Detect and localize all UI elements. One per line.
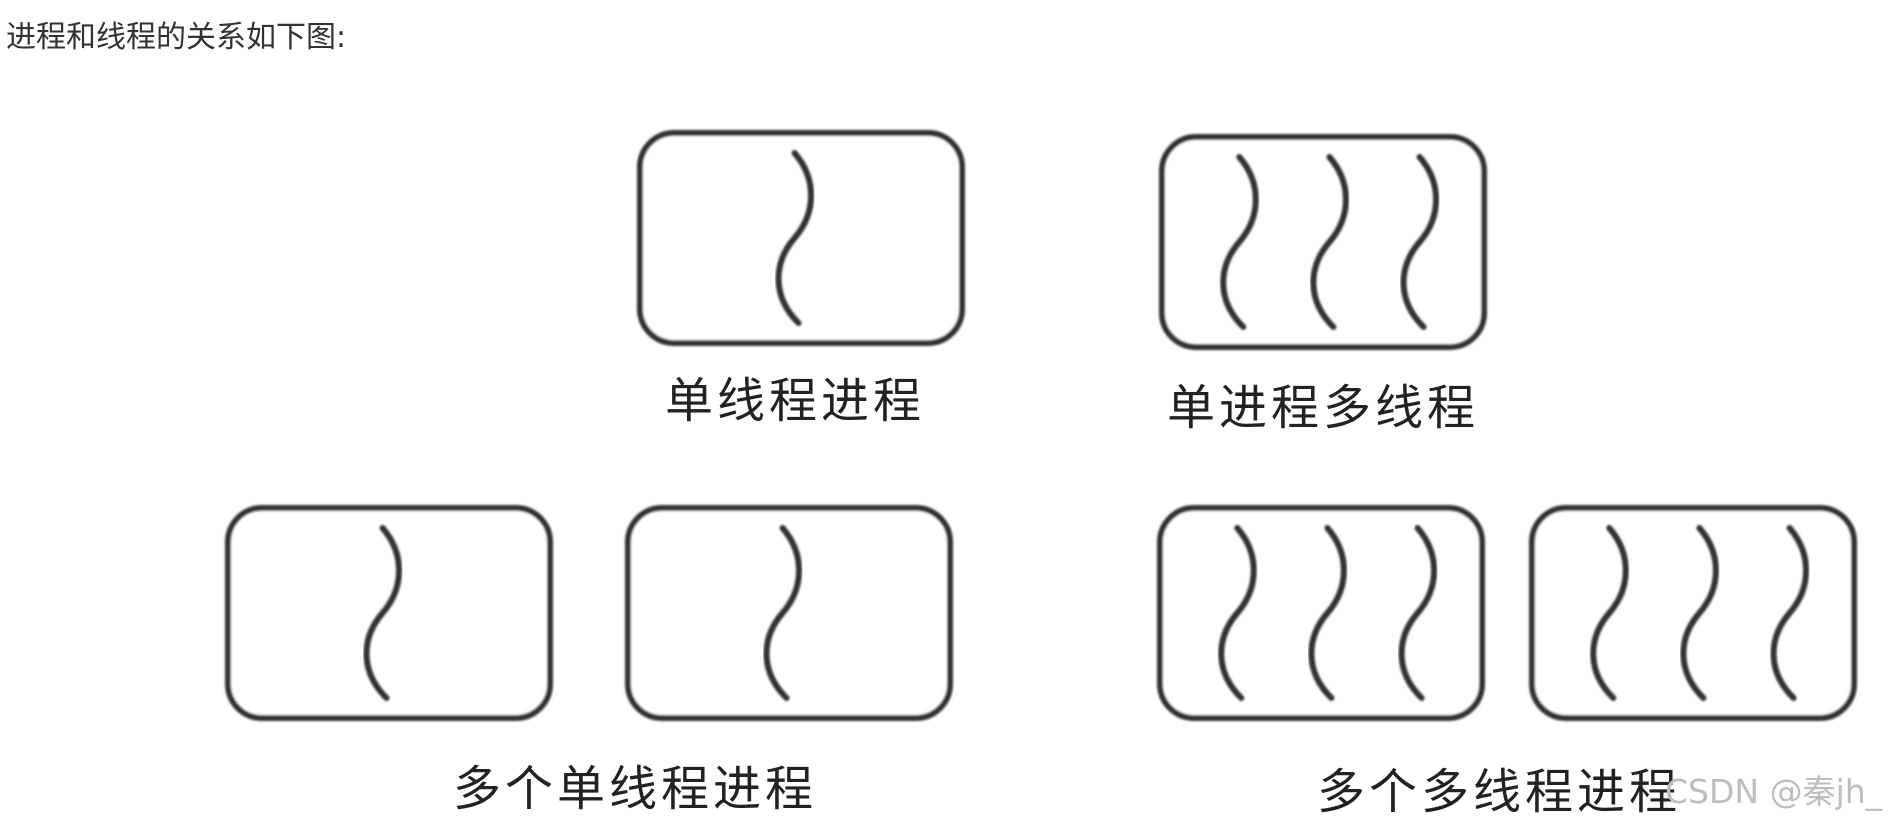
single-thread-process-box-2 <box>625 505 953 721</box>
label-multiple-single-thread-processes: 多个单线程进程 <box>453 761 817 817</box>
thread-line <box>1400 154 1439 330</box>
label-single-thread-process: 单线程进程 <box>665 373 925 429</box>
thread-line <box>1310 154 1349 330</box>
watermark: CSDN @秦jh_ <box>1665 772 1883 811</box>
thread-line <box>1590 525 1629 701</box>
thread-line <box>1770 525 1809 701</box>
thread-line <box>1398 525 1437 701</box>
thread-line <box>1218 525 1257 701</box>
thread-line <box>1308 525 1347 701</box>
multi-thread-process-box-2 <box>1529 505 1857 721</box>
single-thread-process-box-1 <box>225 505 553 721</box>
process-box <box>225 505 553 721</box>
process-box <box>625 505 953 721</box>
thread-line <box>363 525 402 701</box>
thread-line <box>1220 154 1259 330</box>
label-multiple-multi-thread-processes: 多个多线程进程 <box>1317 764 1681 820</box>
thread-line <box>763 525 802 701</box>
intro-text: 进程和线程的关系如下图: <box>6 20 347 55</box>
single-thread-process-box <box>637 130 965 346</box>
thread-line <box>1680 525 1719 701</box>
thread-line <box>775 150 814 326</box>
process-box <box>637 130 965 346</box>
single-process-multi-thread-box <box>1159 134 1487 350</box>
multi-thread-process-box-1 <box>1157 505 1485 721</box>
label-single-process-multi-thread: 单进程多线程 <box>1167 380 1479 436</box>
